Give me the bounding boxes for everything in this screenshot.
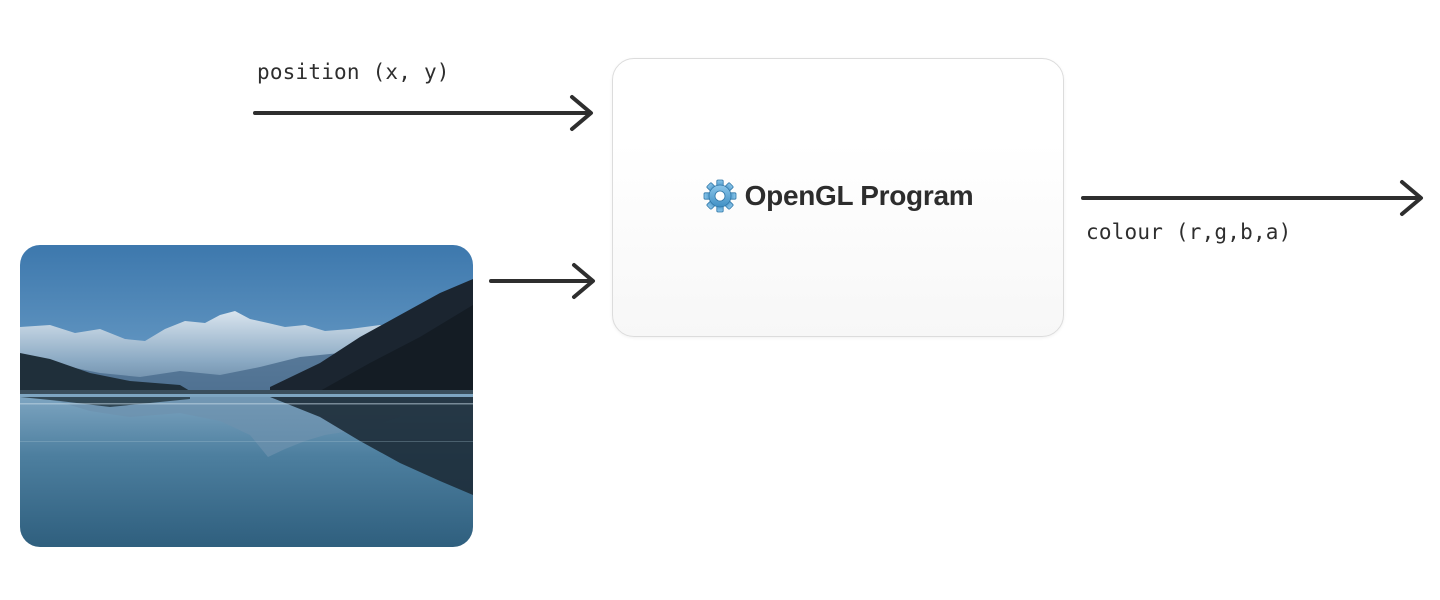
opengl-program-box: OpenGL Program (612, 58, 1064, 337)
texture-input-arrow (489, 263, 595, 299)
position-input-arrow (253, 95, 593, 131)
program-title-text: OpenGL Program (744, 179, 974, 211)
position-input-label: position (x, y) (257, 60, 450, 84)
colour-output-label: colour (r,g,b,a) (1086, 220, 1292, 244)
gear-icon (703, 179, 737, 213)
colour-output-arrow (1081, 180, 1423, 216)
mountain-lake-photo (20, 245, 473, 547)
program-title: OpenGL Program (703, 179, 974, 213)
